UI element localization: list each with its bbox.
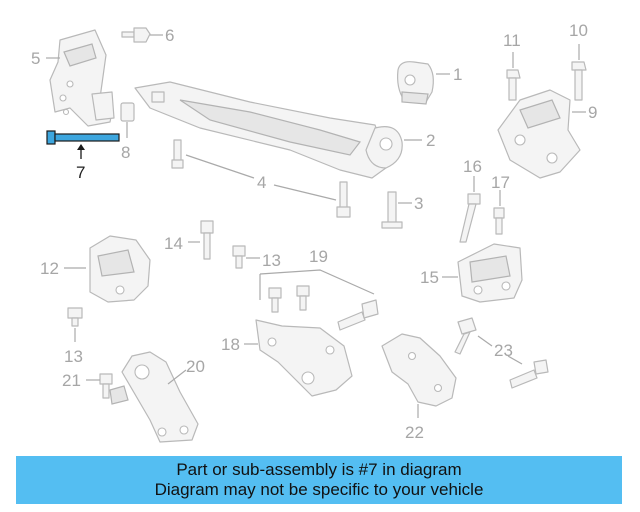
label-3: 3 — [414, 194, 423, 213]
part-4-bolt-b — [336, 181, 351, 218]
label-10: 10 — [569, 21, 588, 40]
label-7: 7 — [76, 163, 85, 182]
part-7-bolt — [46, 130, 120, 145]
part-23-bolt-b — [509, 359, 549, 389]
part-23-bolt-a — [454, 317, 477, 355]
part-18-bracket — [255, 319, 353, 397]
label-13a: 13 — [262, 251, 281, 270]
banner-line-1: Part or sub-assembly is #7 in diagram — [176, 460, 462, 479]
label-16: 16 — [463, 157, 482, 176]
label-20: 20 — [186, 357, 205, 376]
label-19: 19 — [309, 247, 328, 266]
part-22-bracket — [381, 333, 457, 407]
part-17-bolt — [493, 207, 505, 235]
label-1: 1 — [453, 65, 462, 84]
part-11-bolt — [506, 69, 521, 101]
label-4: 4 — [257, 173, 266, 192]
part-4-bolt-a — [171, 139, 184, 169]
label-9: 9 — [588, 103, 597, 122]
part-1-mount — [397, 61, 434, 105]
label-12: 12 — [40, 259, 59, 278]
part-13-nut-b — [67, 307, 83, 327]
part-6-bolt — [121, 27, 151, 43]
label-17: 17 — [491, 173, 510, 192]
part-10-bolt — [571, 61, 587, 101]
part-19-bolt-a — [268, 287, 282, 313]
part-21-bolt — [99, 373, 113, 399]
label-2: 2 — [426, 131, 435, 150]
label-11: 11 — [503, 31, 521, 50]
label-18: 18 — [221, 335, 240, 354]
label-21: 21 — [62, 371, 81, 390]
part-19-bolt-b — [296, 285, 310, 311]
banner-line-2: Diagram may not be specific to your vehi… — [154, 480, 484, 499]
info-banner: Part or sub-assembly is #7 in diagram Di… — [16, 456, 622, 504]
part-5-bracket — [49, 29, 115, 127]
part-9-mount — [497, 89, 581, 179]
part-15-mount — [457, 243, 523, 303]
part-13-nut-a — [232, 245, 246, 269]
part-20-mount — [109, 351, 199, 443]
label-6: 6 — [165, 26, 174, 45]
part-12-mount — [89, 235, 151, 303]
label-22: 22 — [405, 423, 424, 442]
part-2-crossmember — [134, 81, 403, 179]
part-8-nut — [120, 102, 135, 122]
part-14-bolt — [200, 220, 214, 260]
label-23: 23 — [494, 341, 513, 360]
part-16-bolt — [459, 193, 481, 243]
label-5: 5 — [31, 49, 40, 68]
part-19-bolt-c — [337, 299, 379, 331]
label-14: 14 — [164, 234, 183, 253]
part-3-stud — [381, 191, 403, 229]
label-8: 8 — [121, 143, 130, 162]
label-13b: 13 — [64, 347, 83, 366]
label-15: 15 — [420, 268, 439, 287]
